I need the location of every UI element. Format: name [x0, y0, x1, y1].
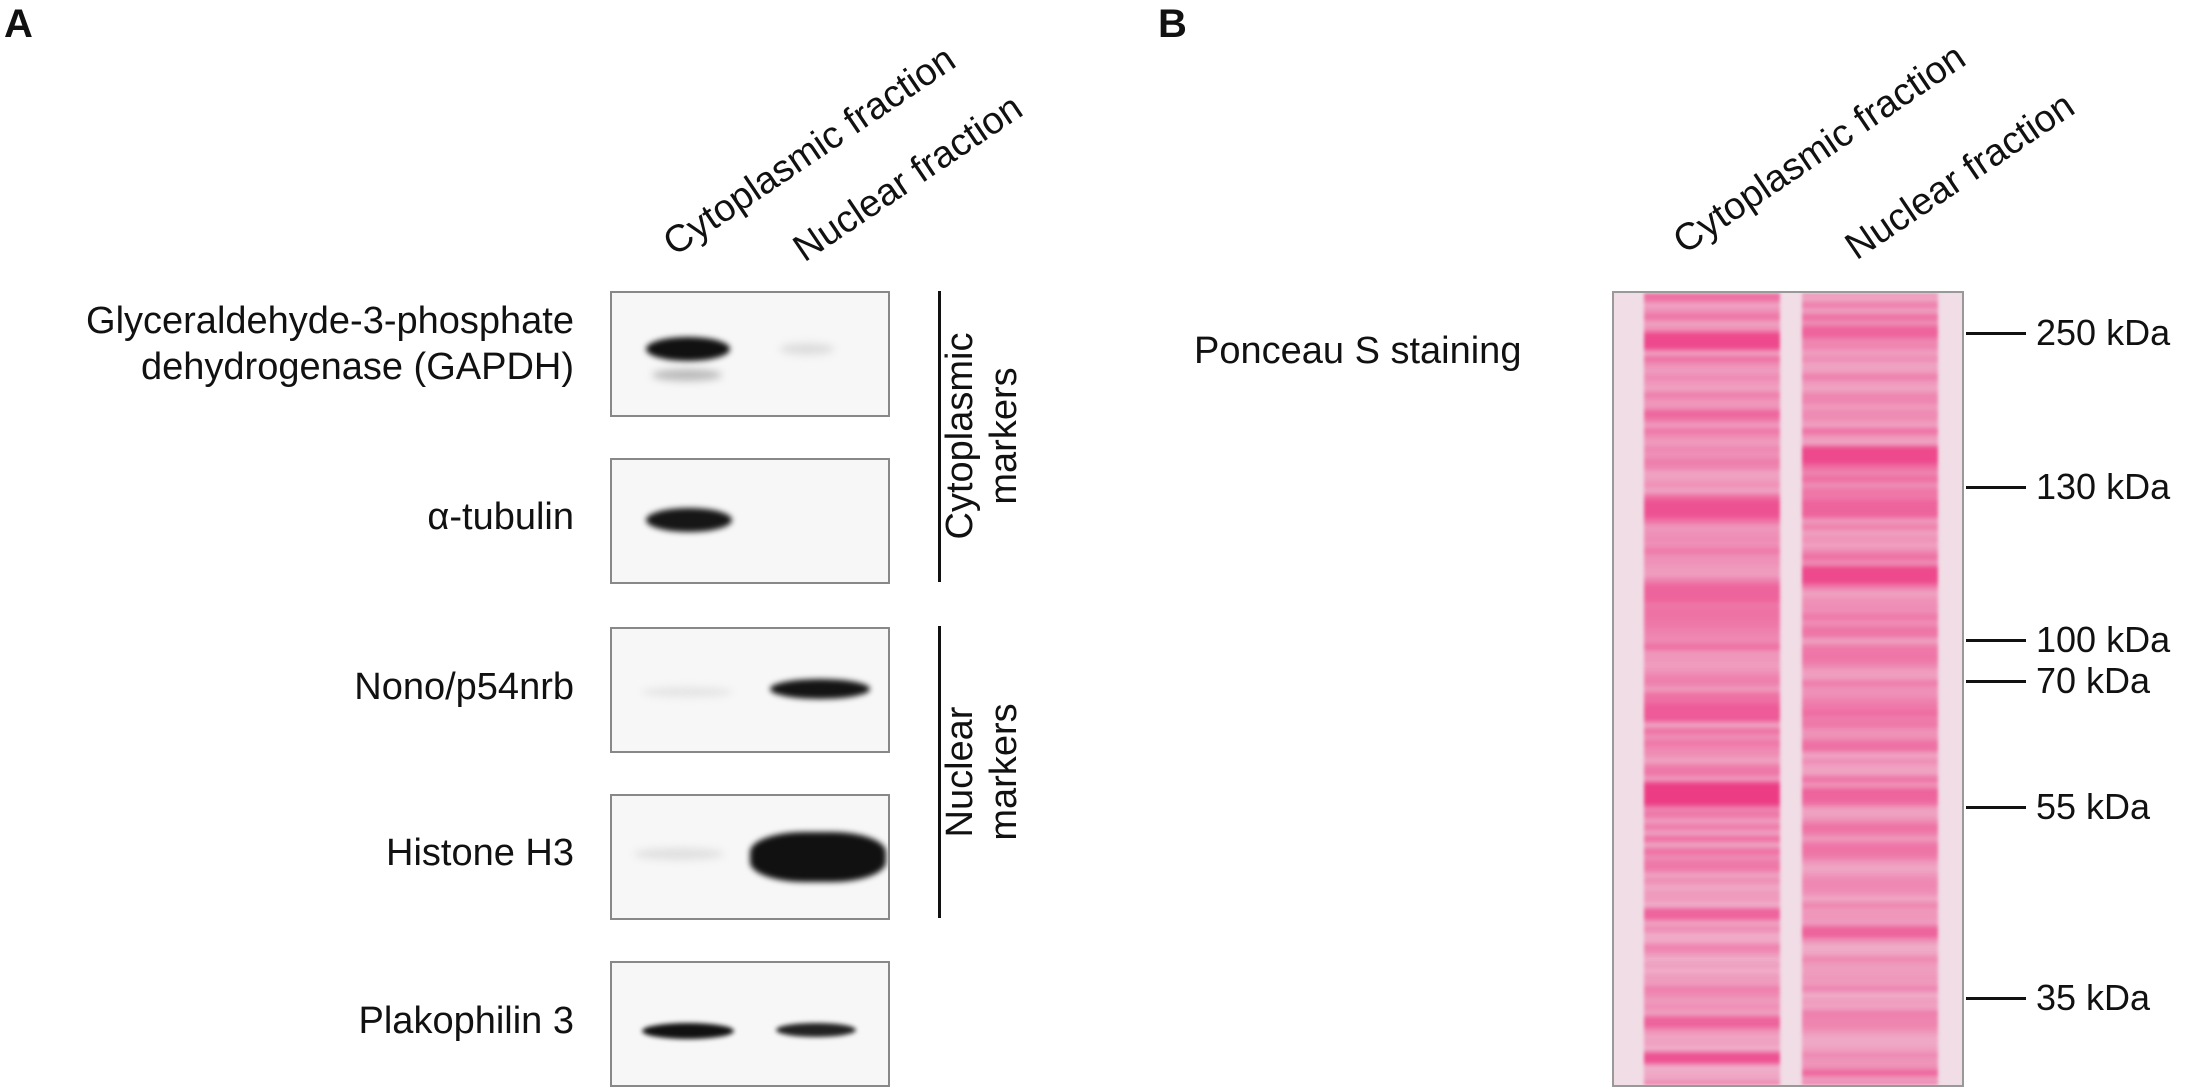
- panel-a-lane-label-nuclear: Nuclear fraction: [785, 86, 1031, 271]
- band-tubulin-cyto: [646, 508, 732, 532]
- marker-label-70: 70 kDa: [2036, 660, 2151, 701]
- bracket-label-cytoplasmic: Cytoplasmic markers: [938, 326, 1026, 546]
- band-nono-cyto: [642, 687, 732, 697]
- panel-b-lane-label-cytoplasmic: Cytoplasmic fraction: [1665, 36, 1974, 263]
- marker-tick-55: [1966, 806, 2026, 809]
- row-label-tubulin: α-tubulin: [427, 496, 574, 538]
- band-plakophilin-cyto: [642, 1023, 734, 1039]
- blot-tubulin: [610, 458, 890, 584]
- bracket-label-cytoplasmic-line1: Cytoplasmic: [939, 332, 981, 540]
- row-label-gapdh-line2: dehydrogenase (GAPDH): [141, 346, 574, 388]
- row-label-nono: Nono/p54nrb: [354, 666, 574, 708]
- marker-tick-250: [1966, 332, 2026, 335]
- blot-plakophilin: [610, 961, 890, 1087]
- row-label-gapdh: Glyceraldehyde-3-phosphate dehydrogenase…: [86, 298, 574, 390]
- band-gapdh-cyto-faint: [652, 369, 722, 381]
- row-label-gapdh-line1: Glyceraldehyde-3-phosphate: [86, 300, 574, 342]
- marker-tick-100: [1966, 639, 2026, 642]
- marker-label-35: 35 kDa: [2036, 977, 2151, 1018]
- stain-label: Ponceau S staining: [1194, 330, 1522, 372]
- row-label-plakophilin: Plakophilin 3: [358, 1000, 574, 1042]
- panel-b-letter: B: [1158, 2, 1187, 46]
- blot-histone: [610, 794, 890, 920]
- blot-gapdh: [610, 291, 890, 417]
- bracket-line-cytoplasmic: [938, 291, 941, 582]
- band-gapdh-cyto: [646, 337, 730, 361]
- bracket-label-nuclear-line2: markers: [983, 703, 1025, 841]
- marker-tick-130: [1966, 486, 2026, 489]
- bracket-label-nuclear-line1: Nuclear: [939, 706, 981, 838]
- bracket-line-nuclear: [938, 626, 941, 918]
- bracket-label-cytoplasmic-line2: markers: [983, 367, 1025, 505]
- band-plakophilin-nuc: [776, 1023, 856, 1037]
- marker-label-55: 55 kDa: [2036, 786, 2151, 827]
- marker-label-130: 130 kDa: [2036, 466, 2171, 507]
- marker-tick-35: [1966, 997, 2026, 1000]
- band-histone-nuc: [750, 832, 886, 882]
- marker-label-250: 250 kDa: [2036, 312, 2171, 353]
- bracket-label-nuclear: Nuclear markers: [938, 692, 1026, 852]
- panel-a-letter: A: [4, 2, 33, 46]
- band-nono-nuc: [770, 679, 870, 699]
- band-gapdh-nuc: [780, 343, 834, 355]
- marker-label-100: 100 kDa: [2036, 619, 2171, 660]
- band-histone-cyto: [634, 848, 724, 860]
- gel-lane-cytoplasmic: [1644, 293, 1780, 1085]
- blot-nono: [610, 627, 890, 753]
- gel-lane-nuclear: [1802, 293, 1938, 1085]
- row-label-histone: Histone H3: [386, 832, 574, 874]
- marker-tick-70: [1966, 680, 2026, 683]
- ponceau-gel: [1612, 291, 1964, 1087]
